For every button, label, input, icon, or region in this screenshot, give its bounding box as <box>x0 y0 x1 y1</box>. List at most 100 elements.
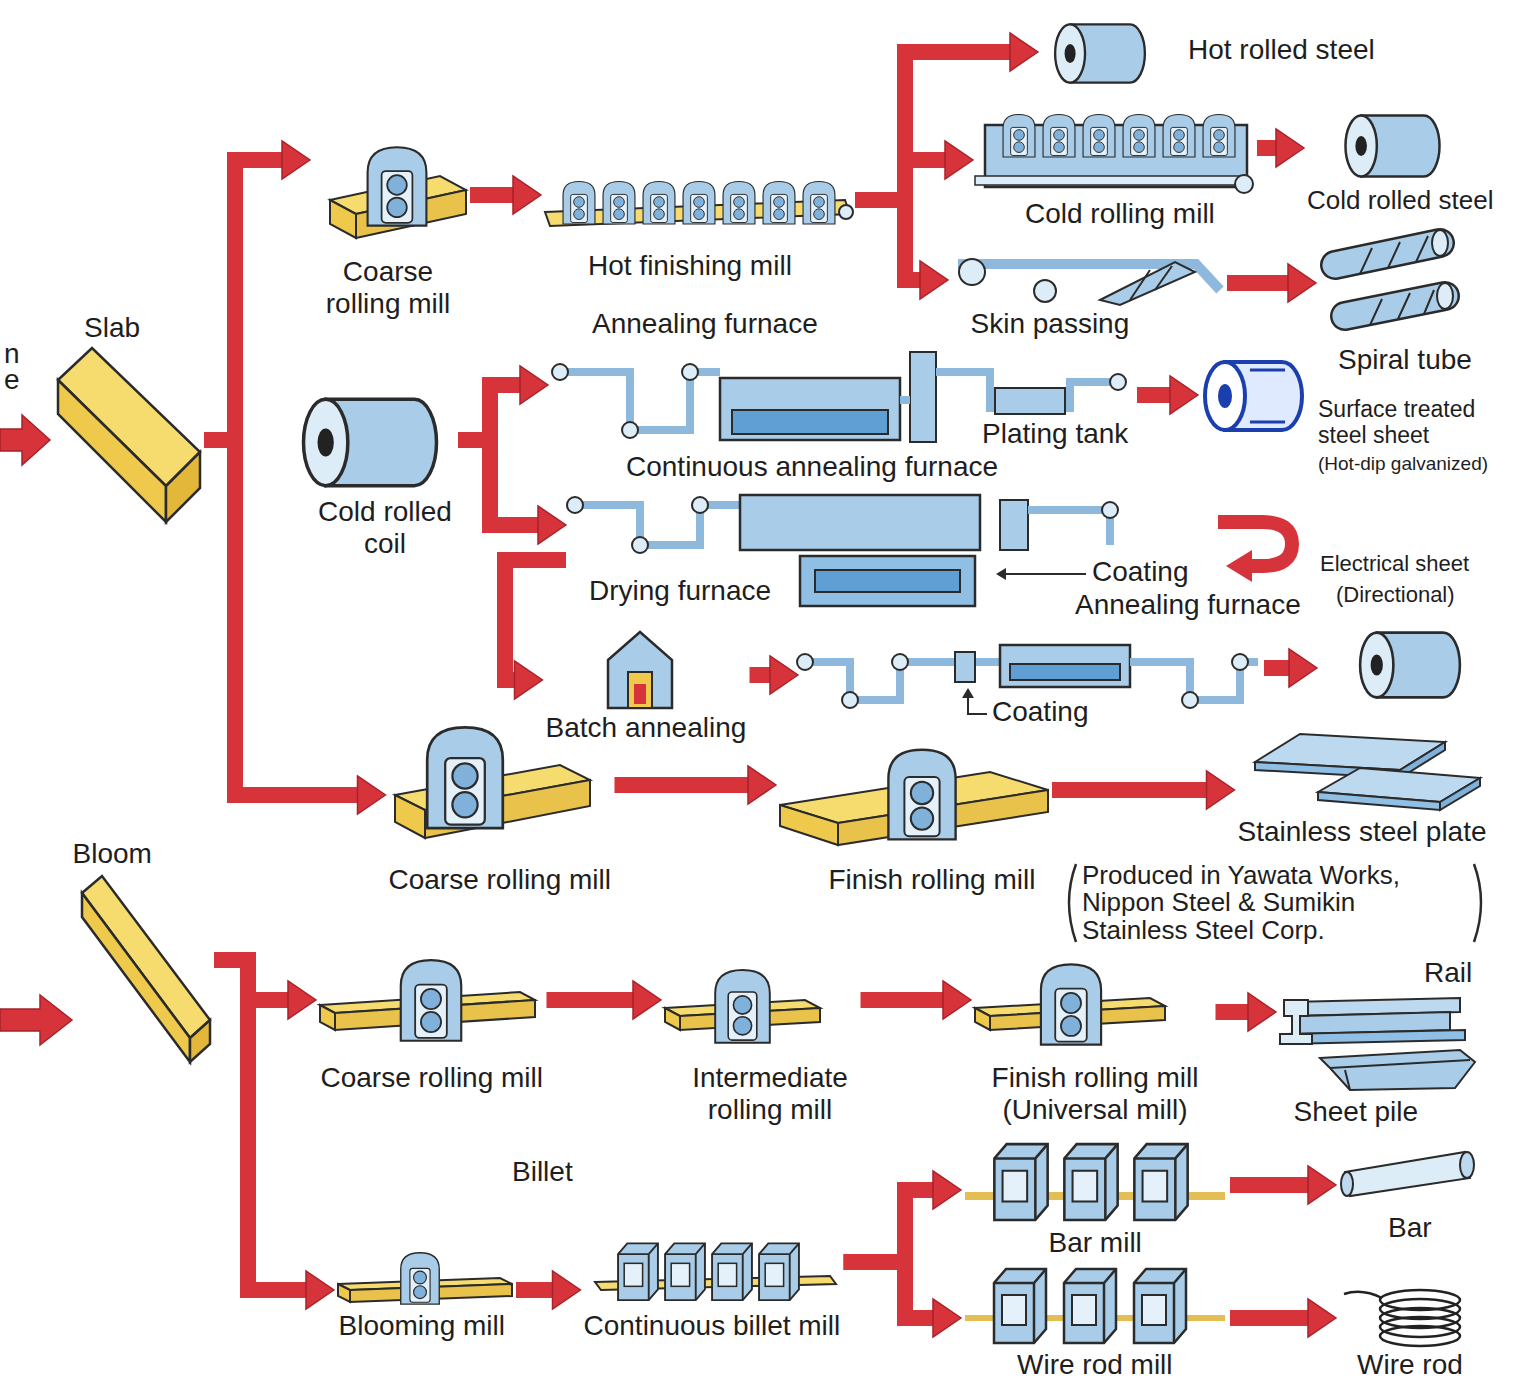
return-arrow <box>1218 522 1292 566</box>
arrow-head <box>282 141 310 179</box>
wire-mill-icon <box>1064 1269 1116 1343</box>
galvanized-coil-icon <box>1205 362 1245 430</box>
step-label: Bar mill <box>1049 1227 1142 1259</box>
flow-arrow <box>458 366 548 440</box>
process-step: Coarse rolling mill <box>386 718 615 898</box>
flow-arrow <box>1227 264 1316 302</box>
batch-furnace-icon <box>608 632 672 708</box>
step-label: Cold rolled coil <box>315 496 455 560</box>
cold-mill-icon <box>1043 114 1075 157</box>
incoming-arrow <box>0 415 72 1045</box>
process-step: Wire rod mill <box>961 1261 1230 1383</box>
process-step: Intermediate rolling mill <box>661 961 861 1128</box>
arrow-shaft <box>1052 782 1211 798</box>
rolling-mill-icon <box>395 795 425 838</box>
flow-arrow <box>214 960 334 1309</box>
rail-icon <box>1280 998 1465 1044</box>
process-step: Bar mill <box>961 1136 1230 1261</box>
step-label: (Directional) <box>1336 582 1455 607</box>
process-step: Finish rolling mill <box>776 741 1052 898</box>
process-step: Wire rod <box>1336 1284 1466 1383</box>
rolling-mill-icon <box>780 805 838 845</box>
process-step: Cold rolled steel <box>1304 111 1496 218</box>
arrow-head <box>513 176 541 214</box>
arrow-shaft <box>458 440 542 525</box>
leader-arrow <box>962 688 987 714</box>
return-arrow <box>1218 522 1292 582</box>
step-label: Sheet pile <box>1294 1096 1419 1128</box>
skin-pass-icon <box>959 259 985 285</box>
drying-line-icon <box>740 495 980 550</box>
step-label: Batch annealing <box>546 712 747 744</box>
step-label: Cold rolling mill <box>1025 198 1215 230</box>
finishing-mill-icon <box>563 181 595 224</box>
arrow-shaft <box>1230 1310 1312 1326</box>
arrow-head <box>933 1171 961 1209</box>
galvanized-coil-icon <box>1250 370 1285 422</box>
coating-line-icon <box>1000 645 1130 687</box>
rolling-mill-icon <box>330 147 466 238</box>
rolling-mill-icon <box>888 750 955 840</box>
wire-rod-icon <box>1344 1290 1460 1346</box>
finishing-mill-icon <box>643 181 675 224</box>
step-label: Skin passing <box>971 308 1130 340</box>
arrow-head <box>1010 33 1038 71</box>
leader-arrow <box>996 568 1006 580</box>
arrow-shaft <box>615 777 753 793</box>
step-label: Finish rolling mill <box>829 864 1036 896</box>
sheet-pile-icon <box>1330 1060 1470 1090</box>
step-label: Bar <box>1388 1212 1432 1244</box>
skin-pass-icon <box>1034 280 1056 302</box>
process-step: Annealing furnacePlating tankContinuous … <box>548 306 1137 485</box>
drying-line-icon <box>815 570 960 592</box>
finishing-mill-icon <box>763 181 795 224</box>
process-step: Coarse rolling mill <box>310 138 470 322</box>
finishing-mill-icon <box>803 181 835 224</box>
rolling-mill-icon <box>395 727 590 838</box>
flow-arrow <box>1230 1166 1336 1204</box>
cold-mill-icon <box>1083 114 1115 157</box>
coating-line-icon <box>1010 664 1120 680</box>
arrow-shaft <box>1230 1177 1312 1193</box>
arrow-head <box>1289 649 1317 687</box>
step-label: Slab <box>84 312 140 344</box>
bloom-icon <box>82 893 190 1062</box>
flow-arrow <box>844 1171 962 1262</box>
step-label: Continuous annealing furnace <box>626 451 998 483</box>
arrow-shaft <box>844 1190 938 1262</box>
galvanized-coil-icon <box>1218 384 1232 408</box>
batch-furnace-icon <box>634 684 646 704</box>
arrow-shaft <box>855 52 1014 200</box>
flow-arrow <box>855 200 948 299</box>
flow-arrow <box>855 33 1038 200</box>
billet-mill-icon <box>618 1243 658 1300</box>
coil-icon <box>1055 24 1145 82</box>
drying-line-icon <box>632 537 648 553</box>
flow-arrow <box>615 766 777 804</box>
leader-arrow <box>968 696 987 714</box>
step-label: Hot finishing mill <box>588 250 792 282</box>
arrow-head <box>933 1299 961 1337</box>
billet-mill-icon <box>759 1243 799 1300</box>
spiral-tube-icon <box>1370 290 1434 325</box>
steel-plate-icon <box>1440 778 1480 810</box>
coating-line-icon <box>1232 654 1248 670</box>
process-step: Cold rolled coil <box>298 393 458 562</box>
drying-line-icon <box>692 497 708 513</box>
bloom-icon <box>190 1020 210 1062</box>
step-label: Drying furnace <box>589 575 771 607</box>
arrow-head <box>515 661 543 699</box>
rolling-mill-icon <box>320 1005 335 1030</box>
cold-mill-icon <box>975 176 1243 185</box>
flow-arrow <box>861 981 972 1019</box>
steel-plate-icon <box>1318 792 1440 810</box>
annealing-line-icon <box>552 364 568 380</box>
rolling-mill-icon <box>320 960 535 1041</box>
annealing-line-icon <box>995 388 1065 414</box>
arrow-shaft <box>204 440 362 795</box>
arrow-head <box>538 506 566 544</box>
finishing-mill-icon <box>723 181 755 224</box>
flow-arrow <box>1264 649 1317 687</box>
arrow-shaft <box>547 992 638 1008</box>
